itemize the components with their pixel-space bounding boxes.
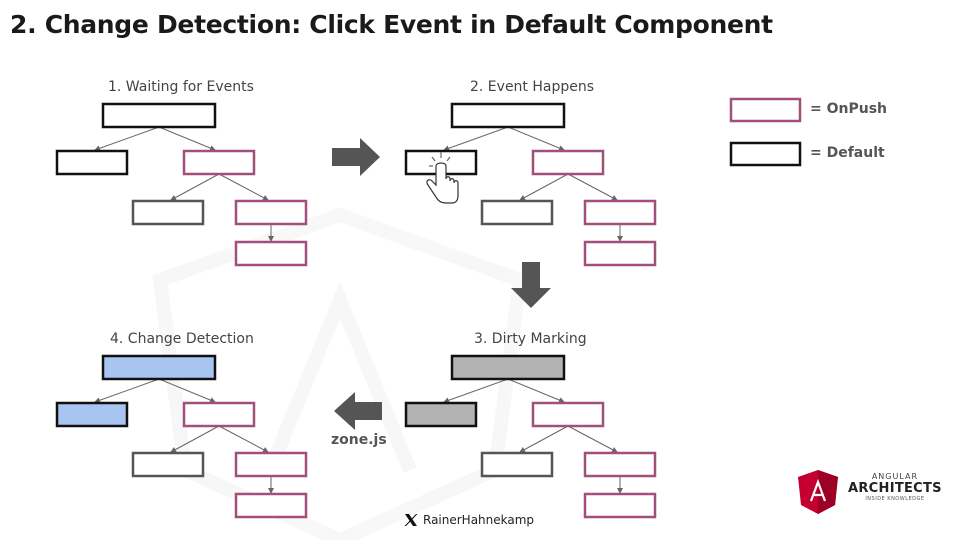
- node-root-dirty: [450, 354, 566, 381]
- panel-1-label: 1. Waiting for Events: [108, 79, 254, 95]
- node-grandchild-onpush: [234, 240, 308, 267]
- node-left-dirty: [404, 401, 478, 428]
- node-root-default: [450, 102, 566, 129]
- node-child-default: [131, 451, 205, 478]
- node-left-default: [55, 149, 129, 176]
- legend-onpush-label: = OnPush: [810, 101, 887, 117]
- node-child-default: [480, 451, 554, 478]
- tree-panel-4: [55, 354, 308, 519]
- page-title: 2. Change Detection: Click Event in Defa…: [10, 10, 773, 39]
- logo-line-2: ARCHITECTS: [848, 481, 942, 496]
- node-child-onpush: [234, 199, 308, 226]
- legend-default-label: = Default: [810, 145, 885, 161]
- node-child-default: [480, 199, 554, 226]
- angular-architects-logo-icon: [798, 470, 838, 514]
- panel-2-label: 2. Event Happens: [470, 79, 595, 95]
- node-right-onpush: [531, 149, 605, 176]
- node-child-onpush: [583, 199, 657, 226]
- zone-js-label: zone.js: [331, 432, 387, 448]
- legend-default-swatch: [729, 141, 802, 167]
- logo-line-1: ANGULAR: [871, 472, 919, 481]
- arrow-right-icon: [332, 138, 380, 176]
- tree-panel-2: [404, 102, 657, 267]
- node-left-checked: [55, 401, 129, 428]
- node-grandchild-onpush: [234, 492, 308, 519]
- x-logo-icon: [404, 514, 418, 526]
- arrow-left-icon: [334, 392, 382, 430]
- hand-pointer-icon: [426, 152, 459, 204]
- node-right-onpush: [182, 401, 256, 428]
- node-child-onpush: [583, 451, 657, 478]
- panel-4-label: 4. Change Detection: [110, 331, 254, 347]
- footer-credit: RainerHahnekamp: [403, 512, 534, 528]
- brand-logo: ANGULAR ARCHITECTS INSIDE KNOWLEDGE: [848, 472, 942, 502]
- node-grandchild-onpush: [583, 492, 657, 519]
- node-root-checked: [101, 354, 217, 381]
- node-child-onpush: [234, 451, 308, 478]
- legend-onpush-swatch: [729, 97, 802, 123]
- footer-handle[interactable]: RainerHahnekamp: [423, 513, 535, 527]
- node-right-onpush: [531, 401, 605, 428]
- node-grandchild-onpush: [583, 240, 657, 267]
- tree-panel-1: [55, 102, 308, 267]
- tree-panel-3: [404, 354, 657, 519]
- logo-line-3: INSIDE KNOWLEDGE: [865, 496, 925, 502]
- node-child-default: [131, 199, 205, 226]
- node-root-default: [101, 102, 217, 129]
- arrow-down-icon: [511, 262, 551, 308]
- node-right-onpush: [182, 149, 256, 176]
- panel-3-label: 3. Dirty Marking: [474, 331, 587, 347]
